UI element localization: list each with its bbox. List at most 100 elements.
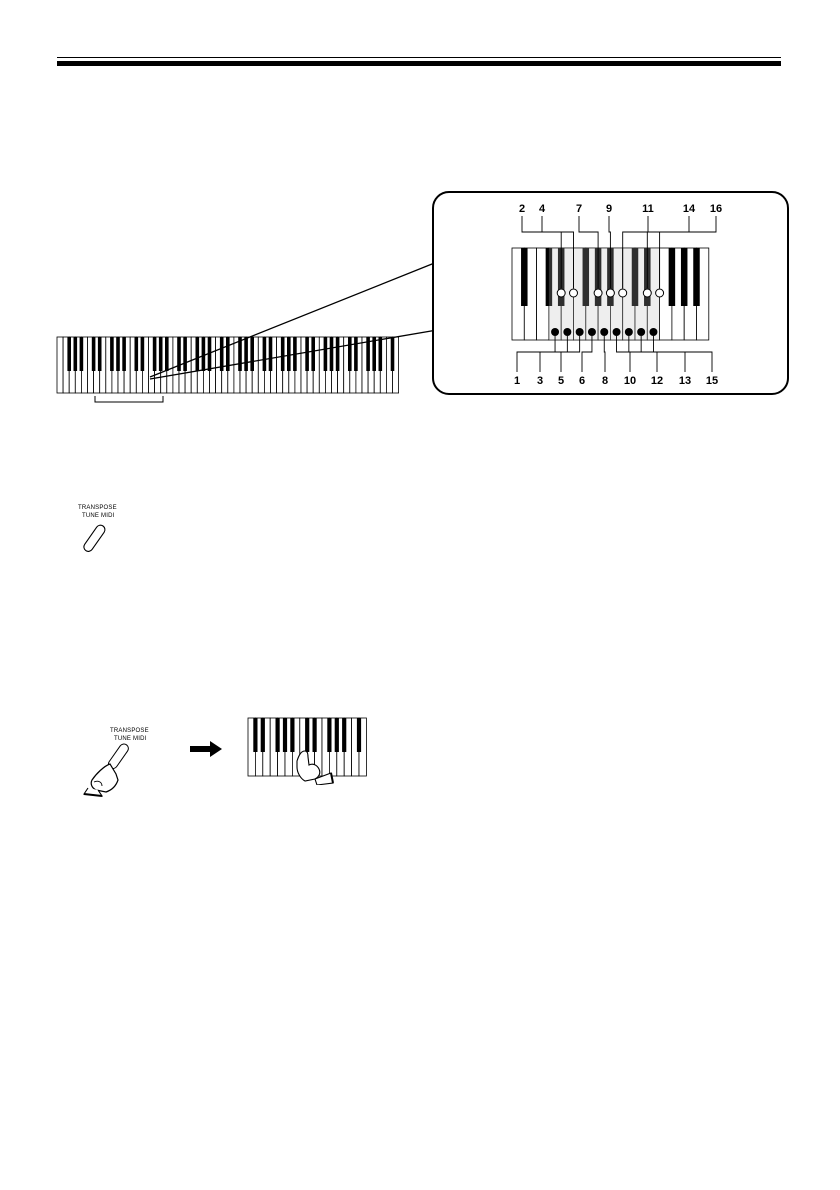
bottom-key-number: 10 bbox=[624, 375, 636, 387]
top-key-number: 7 bbox=[576, 203, 582, 215]
black-key bbox=[378, 337, 383, 371]
black-key bbox=[67, 337, 71, 371]
black-key bbox=[334, 718, 339, 752]
black-key bbox=[250, 337, 254, 371]
black-key bbox=[244, 337, 248, 371]
top-key-number: 2 bbox=[519, 203, 525, 215]
highlight-range bbox=[548, 248, 660, 340]
hand-pressing-button-icon bbox=[83, 743, 129, 797]
zoom-black-key bbox=[521, 248, 528, 306]
button-caption-line2: TUNE MIDI bbox=[82, 513, 115, 519]
press-button-illustration: TRANSPOSE TUNE MIDI bbox=[80, 728, 180, 798]
black-key bbox=[165, 337, 169, 371]
zoom-black-key bbox=[631, 248, 639, 306]
top-key-number: 4 bbox=[539, 203, 546, 215]
key-marker-white bbox=[563, 328, 572, 336]
black-key bbox=[282, 718, 288, 752]
black-key bbox=[329, 337, 334, 371]
top-key-number: 11 bbox=[642, 203, 654, 215]
black-key bbox=[110, 337, 114, 371]
bottom-key-number: 13 bbox=[679, 375, 691, 387]
black-key bbox=[116, 337, 120, 371]
black-key bbox=[305, 337, 309, 371]
black-key bbox=[79, 337, 84, 371]
black-key bbox=[195, 337, 200, 371]
top-key-number: 16 bbox=[710, 203, 722, 215]
key-marker-white bbox=[612, 328, 621, 336]
key-marker-white bbox=[649, 328, 658, 336]
black-key bbox=[311, 337, 315, 371]
black-key bbox=[305, 718, 310, 752]
black-key bbox=[372, 337, 376, 371]
header-rule-thick bbox=[57, 61, 781, 66]
key-marker-white bbox=[624, 328, 633, 336]
black-key bbox=[280, 337, 285, 371]
black-key bbox=[158, 337, 163, 371]
black-key bbox=[290, 718, 295, 752]
step2-caption-line1: TRANSPOSE bbox=[110, 728, 149, 734]
hand-pressing-key-icon bbox=[296, 750, 334, 785]
transpose-button[interactable] bbox=[78, 521, 114, 555]
step2-caption-line2: TUNE MIDI bbox=[114, 736, 147, 742]
black-key bbox=[327, 718, 332, 752]
black-key bbox=[260, 718, 265, 752]
black-key bbox=[140, 337, 145, 371]
key-marker-black bbox=[593, 288, 603, 298]
bottom-key-number: 1 bbox=[514, 375, 520, 387]
zoom-black-key bbox=[545, 248, 553, 306]
key-marker-white bbox=[637, 328, 646, 336]
black-key bbox=[91, 337, 96, 371]
key-marker-white bbox=[575, 328, 584, 336]
black-key bbox=[177, 337, 181, 371]
key-marker-black bbox=[605, 288, 615, 298]
black-key bbox=[275, 718, 280, 752]
black-key bbox=[122, 337, 126, 371]
zoom-black-key bbox=[668, 248, 676, 306]
black-key bbox=[323, 337, 328, 371]
black-key bbox=[219, 337, 224, 371]
bottom-key-number: 12 bbox=[651, 375, 663, 387]
header-rule-thin bbox=[57, 57, 781, 58]
zoom-black-key bbox=[693, 248, 700, 306]
black-key bbox=[335, 337, 340, 371]
black-key bbox=[312, 718, 317, 752]
black-key bbox=[356, 718, 362, 752]
key-marker-black bbox=[569, 288, 578, 298]
black-key bbox=[342, 718, 347, 752]
black-key bbox=[201, 337, 206, 371]
range-bracket bbox=[94, 396, 164, 403]
key-marker-white bbox=[600, 328, 609, 336]
black-key bbox=[268, 337, 273, 371]
zoom-black-key bbox=[582, 248, 590, 306]
black-key bbox=[238, 337, 242, 371]
black-key bbox=[262, 337, 267, 371]
small-keyboard-with-hand bbox=[247, 717, 367, 785]
bottom-key-number: 6 bbox=[579, 375, 585, 387]
black-key bbox=[390, 337, 395, 371]
black-key bbox=[366, 337, 370, 371]
key-marker-white bbox=[587, 328, 596, 336]
white-key bbox=[56, 336, 64, 394]
black-key bbox=[226, 337, 230, 371]
black-key bbox=[134, 337, 139, 371]
black-key bbox=[152, 337, 157, 371]
button-caption-line1: TRANSPOSE bbox=[78, 505, 117, 511]
black-key bbox=[354, 337, 358, 371]
key-marker-black bbox=[642, 288, 652, 298]
zoom-black-key bbox=[680, 248, 688, 306]
zoom-line-upper bbox=[149, 261, 438, 378]
key-marker-white bbox=[551, 328, 560, 336]
black-key bbox=[287, 337, 291, 371]
black-key bbox=[207, 337, 212, 371]
top-key-number: 9 bbox=[606, 203, 612, 215]
bottom-key-number: 8 bbox=[602, 375, 608, 387]
bottom-key-number: 3 bbox=[537, 375, 543, 387]
black-key bbox=[97, 337, 102, 371]
black-key bbox=[253, 718, 258, 752]
black-key bbox=[348, 337, 352, 371]
transpose-button-panel: TRANSPOSE TUNE MIDI bbox=[70, 505, 140, 555]
zoom-line-lower bbox=[149, 329, 438, 380]
arrow-right-icon bbox=[190, 741, 222, 757]
